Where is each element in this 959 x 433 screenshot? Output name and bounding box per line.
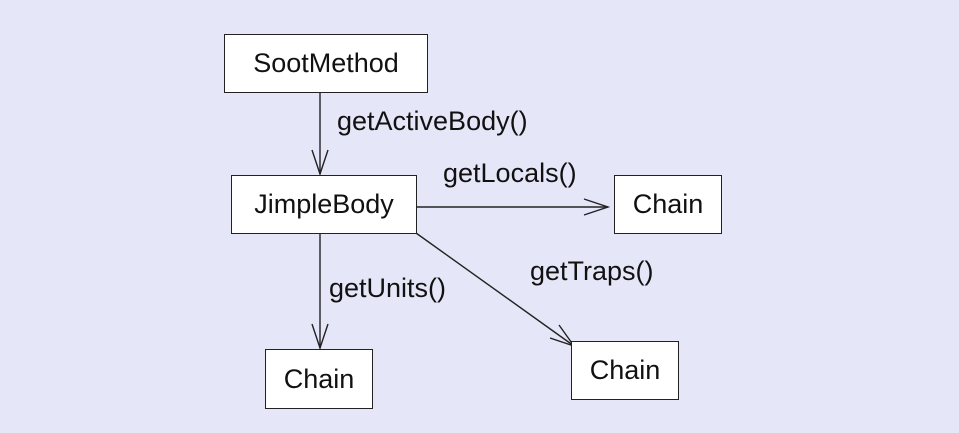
- node-label: JimpleBody: [254, 189, 394, 219]
- node-label: Chain: [283, 363, 355, 394]
- edge-label-get-active-body: getActiveBody(): [337, 106, 528, 136]
- node-soot-method: SootMethod: [224, 34, 428, 93]
- edge-line: [415, 232, 575, 347]
- edge-get-locals: [417, 198, 611, 216]
- node-jimple-body: JimpleBody: [231, 175, 417, 234]
- node-chain-traps: Chain: [571, 341, 679, 400]
- arrowhead-icon: [583, 198, 611, 216]
- node-label: Chain: [589, 355, 661, 385]
- arrowhead-icon: [311, 323, 329, 351]
- edge-label-get-locals: getLocals(): [443, 158, 577, 188]
- edge-get-active-body: [311, 93, 329, 177]
- node-label: SootMethod: [253, 48, 399, 78]
- node-chain-units: Chain: [265, 349, 373, 409]
- edge-label-get-units: getUnits(): [329, 273, 447, 303]
- edge-label-get-traps: getTraps(): [530, 256, 654, 286]
- node-label: Chain: [632, 189, 704, 219]
- edge-get-units: [311, 234, 329, 351]
- node-chain-locals: Chain: [614, 175, 722, 234]
- arrowhead-icon: [311, 149, 329, 177]
